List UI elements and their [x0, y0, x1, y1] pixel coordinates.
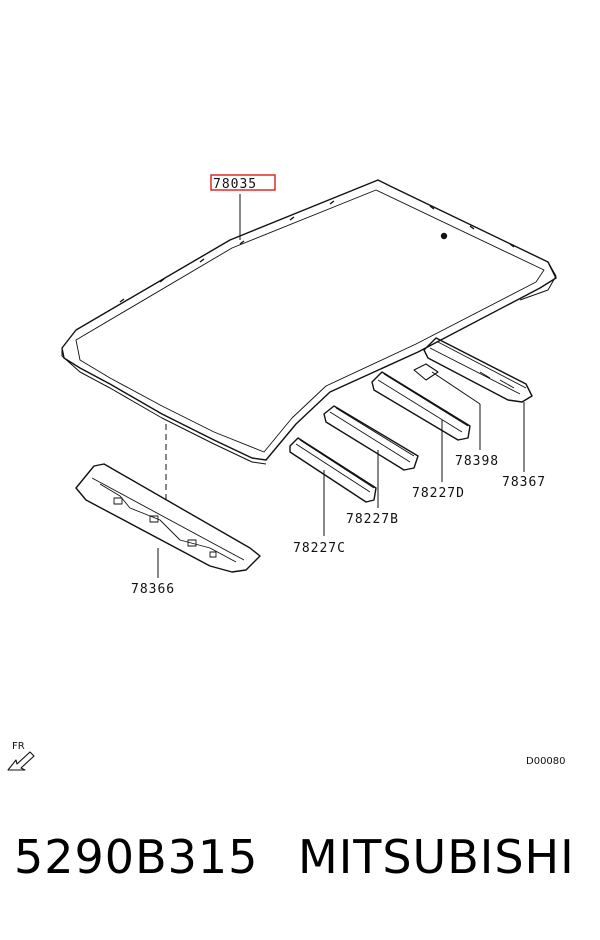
callout-highlight: [210, 174, 276, 191]
brand-name: MITSUBISHI: [298, 830, 575, 884]
front-arrow-icon: [7, 751, 35, 771]
pad: [413, 363, 439, 381]
part-number: 5290B315: [14, 830, 259, 884]
roof-bow-b-ribs: [329, 407, 415, 463]
drawing-code: D00080: [526, 756, 566, 767]
roof-panel-inner-edge: [75, 189, 545, 453]
roof-bow-c: [289, 437, 377, 503]
footer: 5290B315 MITSUBISHI: [0, 830, 600, 900]
front-rail-ribs: [429, 341, 527, 395]
callout-78227b: 78227B: [346, 512, 399, 527]
callout-78366: 78366: [131, 582, 175, 597]
front-rail: [423, 337, 533, 403]
rear-header: [75, 463, 261, 573]
callout-78367: 78367: [502, 475, 546, 490]
roof-panel: [61, 179, 557, 461]
callout-78227d: 78227D: [412, 486, 465, 501]
callout-78035: 78035: [213, 177, 257, 192]
roof-bow-c-ribs: [295, 439, 375, 493]
roof-panel-rear-lip: [61, 348, 267, 465]
roof-bow-b: [323, 405, 419, 471]
rear-header-holes: [113, 497, 217, 558]
callout-78227c: 78227C: [293, 541, 346, 556]
rear-header-detail: [91, 477, 245, 563]
roof-bow-d: [371, 371, 471, 441]
roof-panel-front-lip: [519, 261, 557, 301]
roof-side-clips: [119, 200, 515, 303]
roof-hole: [440, 232, 448, 240]
parts-diagram: 78035 78366 78227C 78227B 78227D 78398 7…: [7, 174, 566, 771]
callout-78398: 78398: [455, 454, 499, 469]
roof-bow-d-ribs: [377, 373, 469, 433]
direction-label: FR: [12, 741, 25, 752]
